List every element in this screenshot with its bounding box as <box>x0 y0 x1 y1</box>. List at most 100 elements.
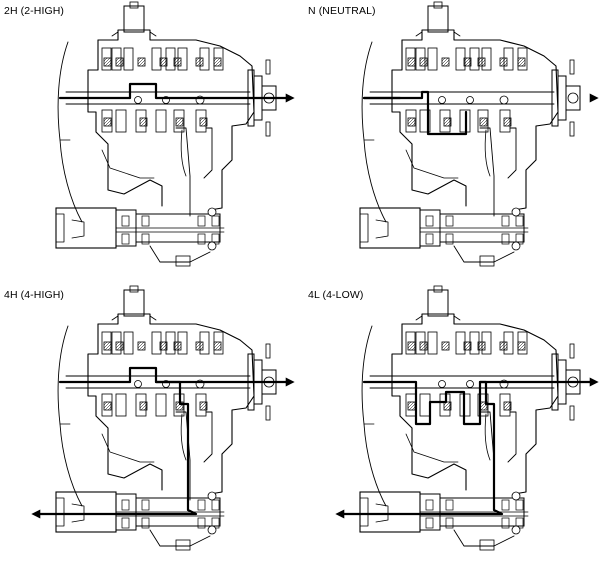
front-bearing <box>121 233 130 245</box>
panel-label: 4L (4-LOW) <box>308 289 364 301</box>
gear-upper <box>469 47 480 71</box>
gear-upper <box>481 47 492 71</box>
shift-tower-cap <box>433 1 443 9</box>
front-housing-bottom <box>453 245 515 263</box>
drain-plug <box>175 539 191 551</box>
front-yoke-ear <box>375 219 389 239</box>
gear-lower <box>135 393 147 417</box>
gear-hatch-lower <box>443 401 452 411</box>
shift-tower-cap <box>433 285 443 293</box>
gear-upper <box>213 47 224 71</box>
gear-hatch-upper <box>137 57 146 67</box>
gear-hatch-upper <box>477 57 486 67</box>
front-bearing <box>445 233 454 245</box>
front-bearing <box>197 499 206 511</box>
gear-upper <box>177 331 188 355</box>
bearing <box>438 380 446 388</box>
shift-tower <box>123 5 145 33</box>
front-output-yoke <box>55 207 117 249</box>
power-flow-line <box>362 380 594 426</box>
front-bearing <box>515 215 524 227</box>
gear-upper <box>111 47 122 71</box>
gear-upper <box>177 47 188 71</box>
front-bolt <box>207 491 217 501</box>
chain-case <box>479 127 517 217</box>
gear-hatch-upper <box>441 341 450 351</box>
gear-upper <box>199 47 210 71</box>
front-bolt <box>207 207 217 217</box>
front-bearing <box>141 517 150 529</box>
gear-hatch-upper <box>463 341 472 351</box>
front-bearing <box>121 517 130 529</box>
front-housing-bottom <box>149 245 211 263</box>
gear-lower <box>115 109 127 133</box>
front-yoke-ear <box>55 213 65 243</box>
gear-lower <box>101 109 113 133</box>
gear-hatch-upper <box>441 57 450 67</box>
gear-hatch-upper <box>419 57 428 67</box>
front-output-yoke <box>359 207 421 249</box>
gear-upper <box>517 331 528 355</box>
gear-upper <box>405 47 416 71</box>
gear-lower <box>155 393 167 417</box>
shift-tower-cap <box>129 285 139 293</box>
housing-outline <box>401 29 559 211</box>
front-output-yoke <box>55 491 117 533</box>
shift-tower <box>427 5 449 33</box>
flange-bolt <box>569 405 575 421</box>
gear-lower <box>405 109 417 133</box>
front-bearing <box>141 215 150 227</box>
bearing <box>134 380 142 388</box>
gear-hatch-lower <box>175 117 184 127</box>
front-bolt <box>511 525 521 535</box>
shift-tower-bracket <box>111 315 157 321</box>
panel-4h: 4H (4-HIGH) <box>0 284 304 568</box>
front-yoke-ear <box>359 213 369 243</box>
housing-outline <box>391 39 467 207</box>
gear-hatch-lower <box>139 401 148 411</box>
transmission-outline <box>57 41 83 223</box>
gear-hatch-lower <box>199 401 208 411</box>
front-bearing <box>445 499 454 511</box>
gear-upper <box>165 47 176 71</box>
case-rib <box>405 433 459 463</box>
front-bearing <box>211 499 220 511</box>
rear-output-arrow <box>589 93 599 103</box>
flange-bolt <box>265 121 271 137</box>
front-bearing <box>197 517 206 529</box>
housing-outline <box>97 313 255 495</box>
case-rib <box>101 433 155 463</box>
drain-plug <box>479 539 495 551</box>
flange-bolt <box>569 121 575 137</box>
front-bearing <box>121 499 130 511</box>
front-bearing <box>211 215 220 227</box>
mainshaft <box>369 375 555 389</box>
gear-upper <box>101 47 112 71</box>
gear-upper <box>427 47 438 71</box>
rear-output-arrow <box>285 93 295 103</box>
front-bearing <box>197 215 206 227</box>
front-bearing <box>501 233 510 245</box>
front-yoke-ear <box>359 497 369 527</box>
gear-hatch-lower <box>479 117 488 127</box>
gear-upper <box>503 47 514 71</box>
gear-hatch-upper <box>213 341 222 351</box>
shift-tower-bracket <box>415 315 461 321</box>
shift-tower <box>427 289 449 317</box>
housing-outline <box>401 313 559 495</box>
front-housing-bottom <box>149 529 211 547</box>
gear-hatch-upper <box>463 57 472 67</box>
chain-case <box>175 127 213 217</box>
gear-hatch-lower <box>443 117 452 127</box>
bearing <box>466 96 474 104</box>
gear-upper <box>151 47 162 71</box>
gear-hatch-lower <box>503 401 512 411</box>
flange-bolt <box>569 59 575 75</box>
front-bearing <box>445 517 454 529</box>
mainshaft <box>65 375 251 389</box>
power-flow-line <box>58 82 290 100</box>
gear-hatch-upper <box>159 57 168 67</box>
gear-upper <box>517 47 528 71</box>
gear-hatch-lower <box>503 117 512 127</box>
power-flow-line <box>38 380 198 516</box>
